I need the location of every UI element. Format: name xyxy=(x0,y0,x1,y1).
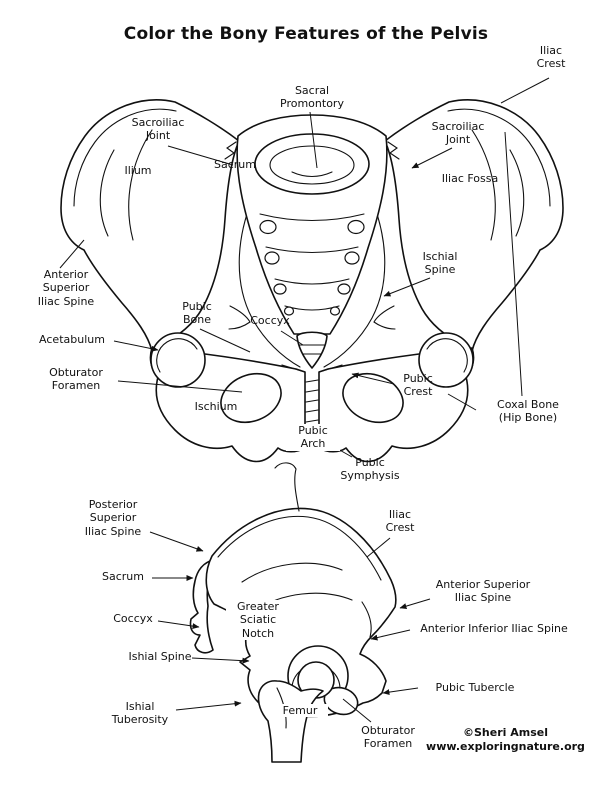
label-sacrum-top: Sacrum xyxy=(214,158,256,171)
label-ishial-tuberosity: Ishial Tuberosity xyxy=(111,700,169,727)
label-pubic-tubercle: Pubic Tubercle xyxy=(435,681,515,694)
left-acetabulum xyxy=(150,332,206,388)
sacral-foramina xyxy=(259,219,365,316)
label-anterior-inferior-iliac-spine: Anterior Inferior Iliac Spine xyxy=(420,622,568,635)
label-sacral-promontory: Sacral Promontory xyxy=(280,84,344,111)
credit-block: ©Sheri Amsel www.exploringnature.org xyxy=(418,726,593,755)
label-iliac-crest-top: Iliac Crest xyxy=(536,44,566,71)
label-pubic-crest: Pubic Crest xyxy=(403,372,433,399)
label-anterior-superior-iliac-spine: Anterior Superior Iliac Spine xyxy=(37,268,95,308)
label-greater-sciatic-notch: Greater Sciatic Notch xyxy=(226,600,290,641)
sacral-promontory-oval xyxy=(254,133,370,195)
label-anterior-superior-iliac-spine-bottom: Anterior Superior Iliac Spine xyxy=(435,578,531,605)
label-ilium: Ilium xyxy=(124,164,152,177)
leader-lines xyxy=(59,77,550,723)
label-sacroiliac-joint-left: Sacroiliac Joint xyxy=(131,116,185,143)
right-ischial-spine xyxy=(373,305,396,330)
label-acetabulum: Acetabulum xyxy=(39,333,105,346)
left-obturator-foramen xyxy=(220,372,282,424)
left-ilium xyxy=(60,99,240,352)
page-title: Color the Bony Features of the Pelvis xyxy=(123,24,489,44)
label-obturator-foramen-bottom: Obturator Foramen xyxy=(361,724,415,751)
right-acetabulum xyxy=(418,332,474,388)
left-ischial-spine xyxy=(228,305,251,330)
label-ishial-spine: Ishial Spine xyxy=(128,650,192,663)
label-iliac-fossa: Iliac Fossa xyxy=(441,172,499,185)
label-pubic-symphysis: Pubic Symphysis xyxy=(340,456,400,483)
right-obturator-foramen xyxy=(342,372,404,424)
label-coccyx-bottom: Coccyx xyxy=(113,612,153,625)
label-coxal-bone: Coxal Bone (Hip Bone) xyxy=(497,398,559,425)
credit-website: www.exploringnature.org xyxy=(426,740,585,754)
label-sacroiliac-joint-right: Sacroiliac Joint xyxy=(431,120,485,147)
lateral-hip-figure xyxy=(189,462,397,763)
label-sacrum-bottom: Sacrum xyxy=(102,570,144,583)
label-ischial-spine: Ischial Spine xyxy=(422,250,458,277)
label-femur: Femur xyxy=(272,704,328,718)
label-posterior-superior-iliac-spine: Posterior Superior Iliac Spine xyxy=(84,498,142,538)
lateral-sacrum xyxy=(189,559,215,654)
credit-author: ©Sheri Amsel xyxy=(463,726,548,739)
right-ilium xyxy=(384,99,564,352)
femur-shaft xyxy=(257,680,324,763)
label-pubic-bone: Pubic Bone xyxy=(182,300,212,327)
coccyx-bone xyxy=(296,331,328,369)
label-iliac-crest-bottom: Iliac Crest xyxy=(385,508,415,535)
label-obturator-foramen-top: Obturator Foramen xyxy=(49,366,103,393)
label-coccyx-top: Coccyx xyxy=(250,314,290,327)
label-ischium: Ischium xyxy=(194,400,238,413)
label-pubic-arch: Pubic Arch xyxy=(286,424,340,451)
